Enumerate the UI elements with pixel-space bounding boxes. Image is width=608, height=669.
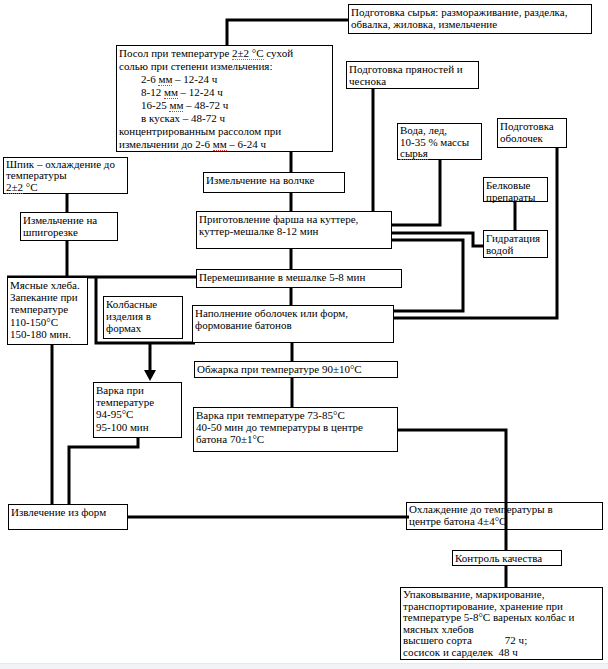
box-varka94: Варка при температуре 94-95°С 95-100 мин	[93, 382, 182, 438]
box-izvlechenie: Извлечение из форм	[8, 504, 128, 530]
box-napolnenie: Наполнение оболочек или форм, формование…	[192, 305, 394, 343]
box-posol: Посол при температуре 2±2 °С сухой солью…	[116, 45, 333, 152]
box-shpigorezka: Измельчение на шпигорезке	[20, 212, 118, 241]
box-kolbasnye: Колбасные изделия в формах	[103, 296, 183, 339]
connector-varka73-down	[396, 430, 506, 590]
box-myasnye: Мясные хлеба. Запекание при температуре …	[7, 277, 88, 345]
box-farsh: Приготовление фарша на куттере, куттер-м…	[196, 211, 392, 249]
box-belkovye: Белковые препараты	[483, 177, 548, 202]
box-shpik: Шпик – охлаждение до температуры 2±2 °С	[3, 157, 128, 194]
connector-varka94-izvlechenie	[69, 436, 138, 507]
box-meshalka: Перемешивание в мешалке 5-8 мин	[196, 269, 402, 288]
box-pryanosti: Подготовка пряностей и чеснока	[346, 61, 479, 89]
box-kontrol: Контроль качества	[452, 550, 562, 566]
box-obzharka: Обжарка при температуре 90±10°С	[194, 361, 398, 378]
box-varka73: Варка при температуре 73-85°С 40-50 мин …	[193, 407, 398, 452]
box-obolochki: Подготовка оболочек	[497, 118, 567, 148]
box-voda: Вода, лед, 10-35 % массы сырья	[397, 123, 482, 160]
box-gidratacija: Гидратация водой	[483, 230, 548, 258]
box-upakovka: Упаковывание, маркирование, транспортиро…	[400, 587, 603, 660]
arrowhead-varka94	[144, 370, 156, 381]
connector-voda-farsh	[389, 157, 440, 225]
box-podgotovka-syrya: Подготовка сырья: размораживание, раздел…	[348, 4, 592, 34]
box-volchok: Измельчение на волчке	[203, 172, 345, 193]
connector-syrye-posol	[227, 20, 351, 48]
